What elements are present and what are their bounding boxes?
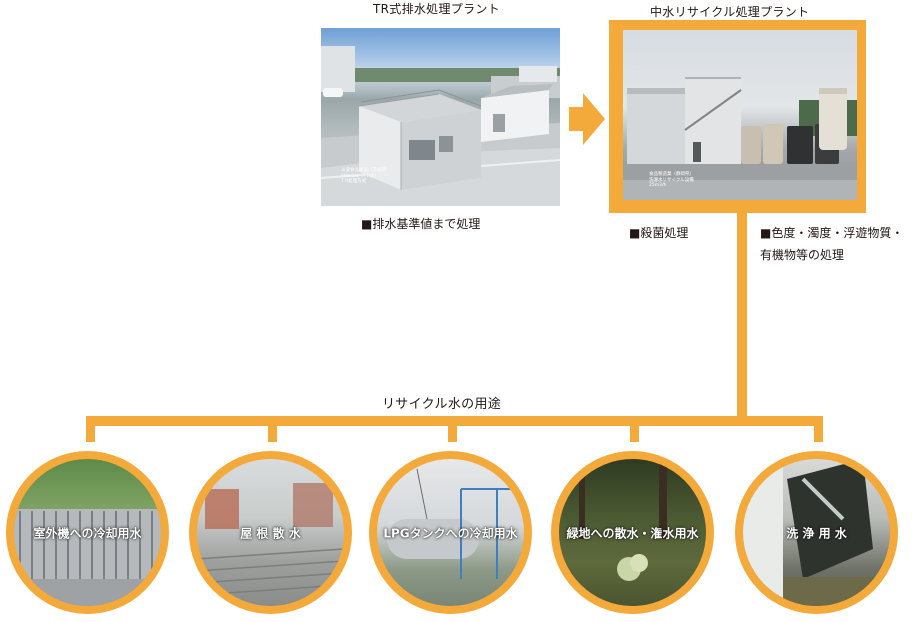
use-circle-washing: 洗 浄 用 水 xyxy=(735,451,898,614)
tr-caption-line: 00m3/d（T R式） xyxy=(341,173,380,179)
recycle-caption-line: 洗濯水リサイクル設備 xyxy=(649,177,694,183)
tr-plant-title: TR式排水処理プラント xyxy=(373,2,500,16)
recycle-note-sterilize: ■殺菌処理 xyxy=(629,226,689,240)
recycle-caption-line: 25m3/h xyxy=(649,183,667,188)
connector-vertical xyxy=(737,213,747,420)
recycle-note-treatment: ■色度・濁度・浮遊物質・ 有機物等の処理 xyxy=(760,222,903,266)
uses-heading: リサイクル水の用途 xyxy=(382,397,502,412)
tr-plant-note: ■排水基準値まで処理 xyxy=(361,217,481,231)
connector-drop xyxy=(814,416,823,442)
recycle-caption-line: 食品製造業（静岡県） xyxy=(649,172,694,177)
recycle-note-line: ■色度・濁度・浮遊物質・ xyxy=(760,226,904,240)
connector-drop xyxy=(448,416,457,442)
connector-drop xyxy=(86,416,95,442)
arrow-right-icon xyxy=(569,93,605,145)
use-circle-outdoor-unit: 室外機への冷却用水 xyxy=(6,451,169,614)
recycle-plant-title: 中水リサイクル処理プラント xyxy=(650,5,810,19)
tr-caption-line: T R処理方式 xyxy=(341,179,367,184)
use-label: 洗 浄 用 水 xyxy=(786,526,847,540)
recycle-note-line: 有機物等の処理 xyxy=(760,248,845,262)
use-label: 室外機への冷却用水 xyxy=(33,526,142,540)
recycle-plant-photo: 食品製造業（静岡県） 洗濯水リサイクル設備 25m3/h xyxy=(623,30,857,200)
use-circle-roof: 屋 根 散 水 xyxy=(189,451,352,614)
tr-caption-line: 斗波食品新設（茨城県） xyxy=(341,168,391,173)
use-label: LPGタンクへの冷却用水 xyxy=(383,526,518,540)
use-circle-lpg-tank: LPGタンクへの冷却用水 xyxy=(369,451,532,614)
use-circle-greenery: 緑地への散水・潅水用水 xyxy=(551,451,714,614)
use-label: 屋 根 散 水 xyxy=(240,526,301,540)
connector-drop xyxy=(268,416,277,442)
use-label: 緑地への散水・潅水用水 xyxy=(566,526,699,540)
tr-plant-photo: 斗波食品新設（茨城県） 00m3/d（T R式） T R処理方式 xyxy=(321,28,560,206)
connector-drop xyxy=(630,416,639,442)
